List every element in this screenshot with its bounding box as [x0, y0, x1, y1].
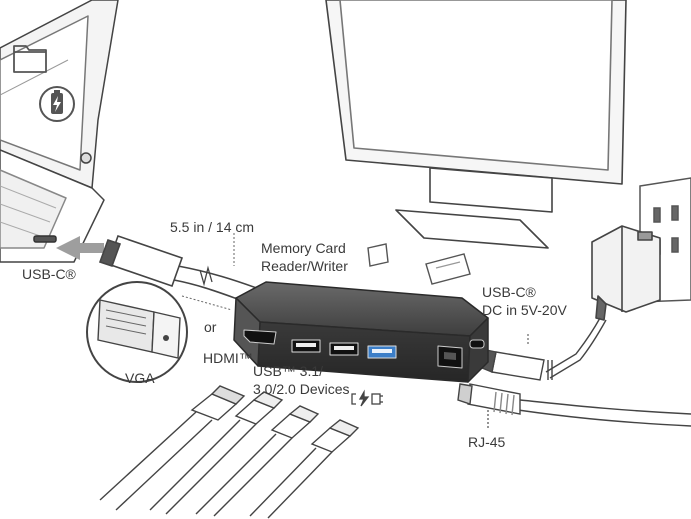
usb-charge-icon	[351, 389, 383, 407]
vga-callout	[86, 281, 188, 383]
memory-card-small	[367, 243, 389, 267]
usb-c-host-plug	[98, 234, 184, 288]
memory-card-label-line1: Memory Card	[261, 240, 346, 256]
monitor	[325, 0, 627, 249]
hub	[233, 281, 489, 383]
laptop	[0, 0, 119, 263]
measure-lines	[181, 233, 235, 311]
usb-c-dc-label-line2: DC in 5V-20V	[482, 302, 567, 318]
usb-devices-label-line1: USB™ 3.1/	[253, 363, 324, 379]
usb-cable-2	[195, 405, 320, 517]
vga-label: VGA	[125, 370, 155, 386]
usb-devices-label-line2: 3.0/2.0 Devices	[253, 381, 350, 397]
cable-length-label: 5.5 in / 14 cm	[170, 219, 255, 235]
usb-c-host-label: USB-C®	[22, 266, 76, 282]
hdmi-label: HDMI™	[203, 350, 253, 366]
memory-card-label-line2: Reader/Writer	[261, 258, 348, 274]
ethernet-cable	[457, 383, 691, 430]
arrow-icon	[56, 236, 104, 260]
memory-card-large	[425, 253, 471, 285]
usb-cable-1	[149, 391, 284, 515]
battery-charging-icon	[39, 86, 75, 122]
rj45-label: RJ-45	[468, 434, 506, 450]
usb-c-dc-label-line1: USB-C®	[482, 284, 536, 300]
dc-cable	[545, 317, 607, 380]
usb-cable-3	[249, 419, 360, 519]
usb-c-dc-plug	[481, 349, 545, 381]
or-label: or	[204, 319, 217, 335]
power-adapter	[591, 225, 661, 321]
hdmi-cable	[99, 385, 246, 511]
folder-icon	[13, 45, 47, 73]
